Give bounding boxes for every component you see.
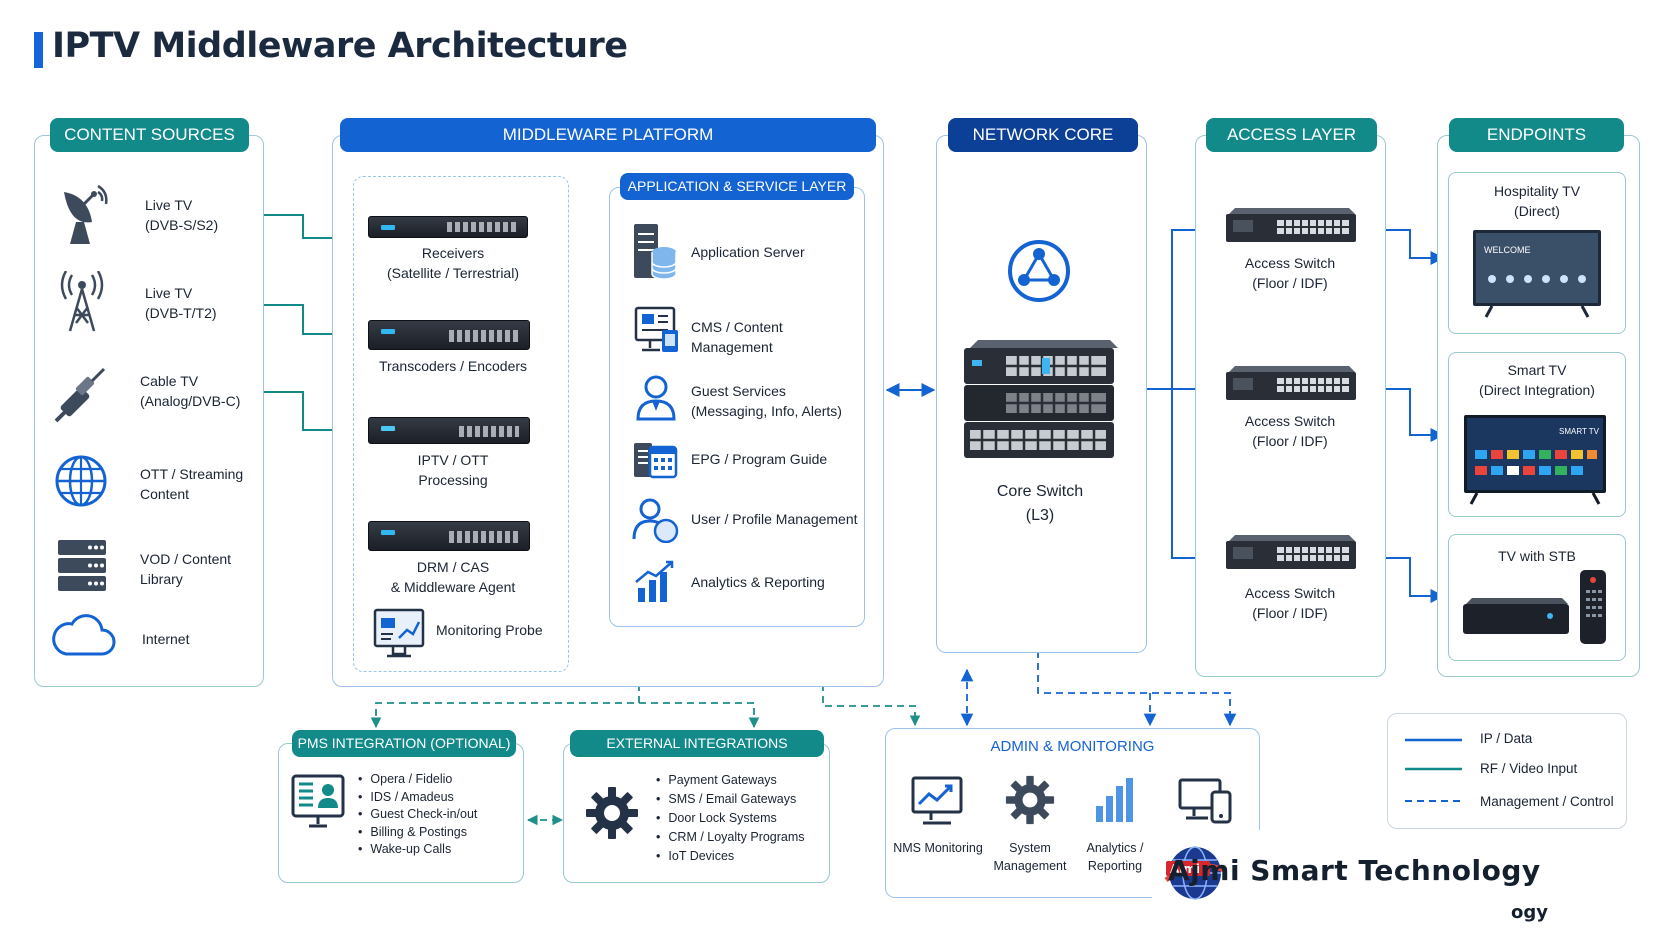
external-item: Payment Gateways: [656, 771, 805, 790]
app-label-cms: CMS / Content Management: [691, 319, 783, 355]
server-rack-icon: [56, 538, 108, 599]
gear-icon: [585, 786, 639, 845]
source-label-internet: Internet: [142, 631, 190, 647]
endpoints-header: ENDPOINTS: [1449, 118, 1624, 152]
app-label-epg: EPG / Program Guide: [691, 451, 828, 467]
satellite-dish-icon: [56, 182, 112, 253]
transcoder-device: [368, 320, 530, 350]
monitor-chart-icon: [911, 776, 963, 831]
brand-cut-text: ogy: [1511, 902, 1548, 923]
management-lines: [370, 634, 921, 826]
pipeline-label-transcoders: Transcoders / Encoders: [378, 358, 528, 374]
coax-cable-icon: [54, 365, 110, 428]
legend-label-rf: RF / Video Input: [1480, 761, 1578, 776]
pms-dashboard-icon: [291, 774, 345, 835]
source-label-cable-tv: Cable TV (Analog/DVB-C): [140, 373, 241, 409]
admin-monitoring-header: ADMIN & MONITORING: [990, 738, 1155, 755]
admin-label-nms: NMS Monitoring: [893, 841, 983, 855]
endpoint-label-hospitality: Hospitality TV (Direct): [1493, 183, 1581, 219]
cms-dashboard-icon: [634, 306, 680, 361]
source-label-live-tv-sat: Live TV (DVB-S/S2): [145, 197, 219, 233]
legend-panel: [1387, 713, 1627, 829]
external-item: CRM / Loyalty Programs: [656, 828, 804, 847]
app-service-layer-header: APPLICATION & SERVICE LAYER: [620, 173, 854, 200]
legend-label-mgmt: Management / Control: [1480, 794, 1614, 809]
access-switch-2-device: [1225, 364, 1357, 409]
content-sources-header: CONTENT SOURCES: [50, 118, 249, 152]
core-switch-label: Core Switch (L3): [996, 483, 1084, 524]
monitoring-probe-icon: [373, 608, 427, 665]
pms-item: Guest Check-in/out: [358, 806, 477, 824]
pms-item: Opera / Fidelio: [358, 771, 477, 789]
devices-icon: [1178, 778, 1234, 831]
external-item: IoT Devices: [656, 847, 805, 866]
monitoring-probe-label: Monitoring Probe: [436, 622, 543, 638]
calendar-guide-icon: [632, 437, 678, 486]
iptv-processing-device: [368, 417, 530, 444]
access-switch-1-device: [1225, 206, 1357, 251]
middleware-header: MIDDLEWARE PLATFORM: [340, 118, 876, 152]
network-core-header: NETWORK CORE: [948, 118, 1138, 152]
pipeline-label-iptv-processing: IPTV / OTT Processing: [417, 452, 489, 488]
pms-item: Billing & Postings: [358, 824, 477, 842]
guest-person-icon: [634, 373, 678, 426]
legend-swatches: [1405, 738, 1462, 802]
admin-label-analytics: Analytics / Reporting: [1086, 841, 1144, 873]
endpoint-label-smart-tv: Smart TV (Direct Integration): [1479, 362, 1595, 398]
access-layer-header: ACCESS LAYER: [1206, 118, 1377, 152]
smart-tv-icon: SMART TV: [1463, 414, 1607, 511]
external-list: Payment Gateways SMS / Email Gateways Do…: [656, 771, 805, 866]
pipeline-label-receivers: Receivers (Satellite / Terrestrial): [386, 245, 519, 281]
external-integrations-header: EXTERNAL INTEGRATIONS (OPTIONAL): [570, 730, 824, 778]
access-switch-3-label: Access Switch (Floor / IDF): [1244, 585, 1336, 621]
network-hub-icon: [1006, 238, 1072, 309]
core-switch-device: [962, 340, 1118, 467]
source-label-vod: VOD / Content Library: [140, 551, 232, 587]
page-title: IPTV Middleware Architecture: [52, 26, 628, 66]
admin-label-system-mgmt: System Management: [993, 841, 1067, 873]
pipeline-group: [353, 176, 569, 672]
set-top-box-icon: [1462, 568, 1612, 651]
ajmi-logo-text: Ajmi: [1170, 862, 1200, 876]
hospitality-tv-icon: WELCOME: [1472, 229, 1602, 324]
access-switch-3-device: [1225, 533, 1357, 578]
brand-name: Ajmi Smart Technology: [1168, 854, 1541, 887]
ajmi-logo: Ajmi: [1162, 844, 1228, 907]
brand-backdrop: [1152, 830, 1612, 908]
access-switch-2-label: Access Switch (Floor / IDF): [1244, 413, 1336, 449]
app-label-application-server: Application Server: [691, 244, 805, 260]
title-accent-bar: [34, 32, 43, 68]
pipeline-label-drm-cas: DRM / CAS & Middleware Agent: [390, 559, 516, 595]
tv-screen-welcome: WELCOME: [1484, 245, 1531, 255]
receiver-device: [368, 216, 528, 238]
drm-cas-device: [368, 521, 530, 551]
source-label-live-tv-terr: Live TV (DVB-T/T2): [145, 285, 217, 321]
tv-screen-smart: SMART TV: [1559, 427, 1600, 436]
user-profile-icon: [632, 497, 680, 548]
access-switch-1-label: Access Switch (Floor / IDF): [1244, 255, 1336, 291]
globe-icon: [54, 454, 108, 513]
gear-icon: [1005, 775, 1055, 830]
app-label-user-profile: User / Profile Management: [691, 511, 858, 527]
rf-input-lines: [262, 214, 352, 437]
endpoint-label-stb: TV with STB: [1498, 548, 1576, 564]
app-label-guest-services: Guest Services (Messaging, Info, Alerts): [691, 383, 842, 419]
app-label-analytics: Analytics & Reporting: [691, 574, 825, 590]
external-item: Door Lock Systems: [656, 809, 805, 828]
antenna-tower-icon: [56, 270, 108, 338]
bar-chart-icon: [1094, 776, 1138, 829]
pms-item: Wake-up Calls: [358, 841, 477, 859]
database-server-icon: [632, 222, 678, 287]
analytics-chart-icon: [634, 560, 676, 609]
legend-label-ip: IP / Data: [1480, 731, 1533, 746]
pms-integration-header: PMS INTEGRATION (OPTIONAL): [292, 730, 516, 757]
pms-list: Opera / Fidelio IDS / Amadeus Guest Chec…: [358, 771, 477, 859]
source-label-ott: OTT / Streaming Content: [140, 466, 244, 502]
pms-item: IDS / Amadeus: [358, 789, 477, 807]
external-item: SMS / Email Gateways: [656, 790, 805, 809]
cloud-icon: [50, 610, 116, 663]
